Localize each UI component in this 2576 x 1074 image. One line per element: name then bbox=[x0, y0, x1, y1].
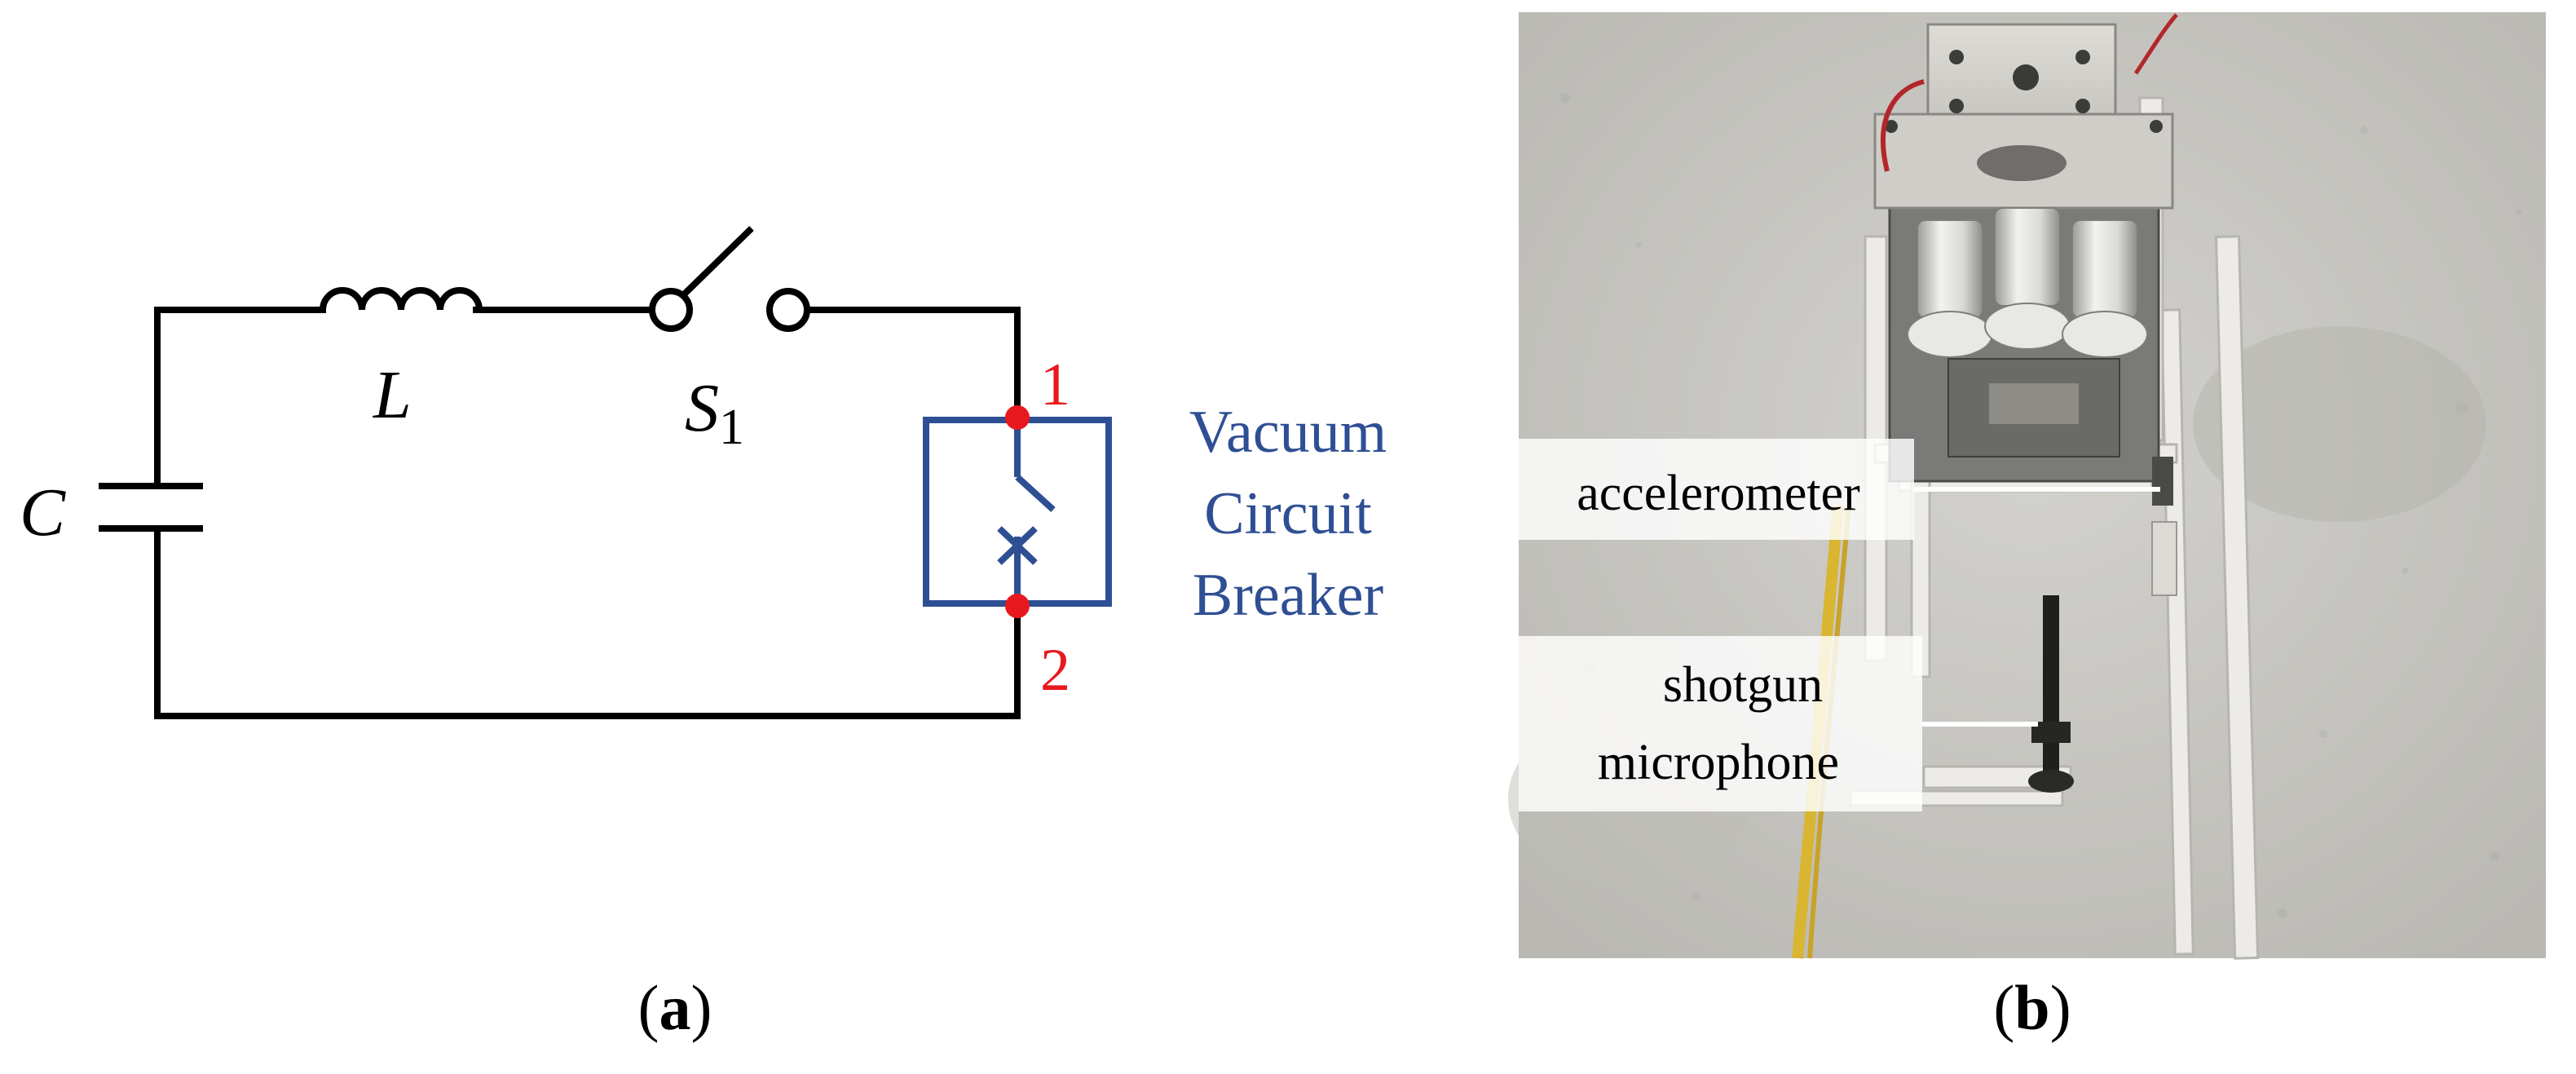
capacitor-label: C bbox=[20, 475, 66, 550]
red-cable-2 bbox=[2133, 13, 2178, 75]
red-cable bbox=[1881, 79, 1925, 172]
test-setup-photo: accelerometer shotgun microphone (b) bbox=[1508, 12, 2546, 1043]
accelerometer-sensor bbox=[2152, 457, 2173, 506]
breaker-label-line1: Vacuum bbox=[1189, 399, 1387, 466]
caption-a-close: ) bbox=[691, 972, 712, 1043]
mechanism-detail bbox=[1989, 383, 2079, 424]
accelerometer-label-group: accelerometer bbox=[1519, 439, 2160, 540]
accelerometer-bracket bbox=[2151, 521, 2177, 596]
mic-base bbox=[2028, 770, 2074, 793]
bottle-left-base bbox=[1907, 311, 1993, 358]
rail-right-outer bbox=[2214, 235, 2260, 960]
caption-b: (b) bbox=[1993, 972, 2071, 1043]
switch-terminal-left bbox=[649, 288, 693, 332]
inductor-symbol bbox=[320, 287, 483, 311]
switch-letter: S bbox=[685, 370, 719, 446]
interrupter-bottles bbox=[1907, 207, 2148, 358]
accelerometer-label: accelerometer bbox=[1577, 466, 1860, 521]
circuit-wires bbox=[154, 307, 1021, 719]
bottle-right-base bbox=[2062, 311, 2148, 358]
node-1-label: 1 bbox=[1040, 351, 1070, 418]
bottle-right bbox=[2071, 219, 2138, 319]
mic-body bbox=[2043, 595, 2059, 791]
floor-stain bbox=[2193, 326, 2486, 522]
accelerometer-label-bg bbox=[1519, 439, 1914, 540]
bolts bbox=[1885, 50, 2163, 133]
shotgun-microphone bbox=[2028, 595, 2074, 793]
caption-a-letter: a bbox=[659, 972, 691, 1043]
microphone-label-group: shotgun microphone bbox=[1519, 636, 2038, 811]
caption-a-open: ( bbox=[638, 972, 659, 1043]
top-block-cylinder bbox=[1977, 145, 2067, 181]
vacuum-breaker-equipment bbox=[1873, 13, 2178, 483]
bottle-middle-base bbox=[1984, 303, 2071, 350]
caption-b-close: ) bbox=[2050, 972, 2071, 1043]
switch-subscript: 1 bbox=[719, 400, 744, 455]
breaker-label: Vacuum Circuit Breaker bbox=[1189, 399, 1387, 629]
breaker-label-line2: Circuit bbox=[1204, 480, 1372, 547]
breaker-label-line3: Breaker bbox=[1193, 562, 1383, 629]
circuit-diagram: C L S1 1 2 Vacuum Circuit Breaker bbox=[20, 226, 1387, 1043]
caption-b-letter: b bbox=[2014, 972, 2049, 1043]
top-knob bbox=[2013, 64, 2039, 91]
bottle-middle bbox=[1994, 207, 2061, 307]
switch-terminal-right bbox=[766, 288, 810, 332]
microphone-label-line2: microphone bbox=[1598, 735, 1839, 790]
switch-blade bbox=[681, 226, 754, 298]
node-2-dot bbox=[1005, 594, 1030, 618]
node-2-label: 2 bbox=[1040, 637, 1070, 704]
capacitor-symbol bbox=[99, 483, 203, 532]
vacuum-circuit-breaker-symbol bbox=[923, 417, 1112, 607]
caption-a: (a) bbox=[638, 972, 712, 1043]
microphone-label-line1: shotgun bbox=[1663, 657, 1823, 713]
bottle-left bbox=[1917, 219, 1983, 319]
inductor-label: L bbox=[373, 357, 412, 433]
breaker-cross-b bbox=[997, 526, 1038, 565]
breaker-contact-blade bbox=[1015, 475, 1056, 512]
node-1-dot bbox=[1005, 405, 1030, 430]
switch-s1-symbol bbox=[649, 226, 810, 332]
caption-b-open: ( bbox=[1993, 972, 2014, 1043]
microphone-label-bg bbox=[1519, 636, 1922, 811]
switch-label: S1 bbox=[685, 370, 744, 455]
